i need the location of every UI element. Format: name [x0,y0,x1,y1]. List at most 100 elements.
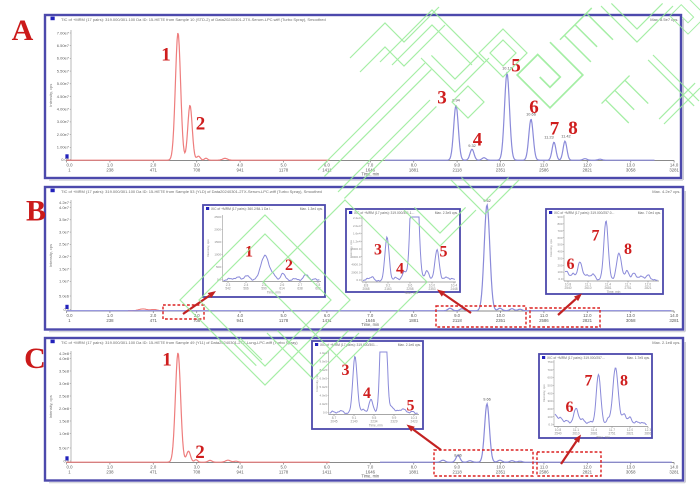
svg-text:XIC of +MRM (17 pairs): 319.00: XIC of +MRM (17 pairs): 319.000/301... [320,343,378,347]
svg-text:3281: 3281 [669,167,679,172]
svg-text:Max. 7.0e4 cps.: Max. 7.0e4 cps. [638,211,661,215]
svg-text:XIC of +MRM (17 pairs): 319.00: XIC of +MRM (17 pairs): 319.000/301.1... [354,211,414,215]
svg-text:1881: 1881 [409,469,419,474]
svg-text:2000: 2000 [214,228,221,232]
svg-text:2.2e4: 2.2e4 [353,216,361,220]
svg-text:9.1: 9.1 [352,416,357,420]
svg-text:2586: 2586 [539,167,549,172]
svg-text:10.0: 10.0 [429,283,435,287]
svg-text:1.6e4: 1.6e4 [353,232,361,236]
svg-text:Max. 2.3e5 cps.: Max. 2.3e5 cps. [435,211,458,215]
svg-text:Intensity, cps: Intensity, cps [48,244,53,267]
svg-text:13.0: 13.0 [627,464,636,469]
svg-text:941: 941 [237,167,245,172]
svg-text:2.5: 2.5 [262,283,267,287]
svg-text:4.0e5: 4.0e5 [319,394,327,398]
svg-text:1: 1 [68,167,71,172]
svg-text:3.0: 3.0 [194,162,201,167]
svg-text:1: 1 [161,45,171,66]
svg-text:3.5e8: 3.5e8 [59,368,70,373]
svg-text:2351: 2351 [496,167,506,172]
svg-text:3: 3 [374,242,382,259]
svg-text:Time, min: Time, min [361,473,380,478]
svg-text:Intensity, cps: Intensity, cps [48,395,53,418]
svg-text:1.0: 1.0 [107,464,114,469]
svg-text:11.7: 11.7 [625,282,631,286]
svg-text:3.0e7: 3.0e7 [59,229,70,234]
svg-text:11.0: 11.0 [540,464,549,469]
svg-text:0.0: 0.0 [323,411,328,415]
svg-text:3058: 3058 [626,469,636,474]
svg-text:12.0: 12.0 [583,464,592,469]
svg-text:500: 500 [216,265,221,269]
svg-text:8.8: 8.8 [364,283,369,287]
svg-text:2681: 2681 [590,432,597,436]
svg-text:11.7: 11.7 [609,428,615,432]
svg-text:11.0: 11.0 [540,313,549,318]
svg-text:662: 662 [315,287,321,291]
svg-text:708: 708 [193,167,201,172]
svg-text:7: 7 [592,228,600,245]
svg-text:238: 238 [106,167,114,172]
svg-text:3281: 3281 [669,318,679,323]
svg-text:6.0e5: 6.0e5 [319,377,327,381]
svg-text:2586: 2586 [539,318,549,323]
svg-text:Time, min: Time, min [369,423,383,427]
svg-text:2: 2 [195,442,205,463]
svg-text:2351: 2351 [496,318,506,323]
svg-text:1646: 1646 [366,167,376,172]
svg-text:0.0: 0.0 [63,307,69,312]
svg-text:5: 5 [440,244,448,261]
svg-text:4.2e8: 4.2e8 [59,351,70,356]
svg-text:300: 300 [547,399,552,403]
svg-text:8.7: 8.7 [332,416,337,420]
svg-text:11.4: 11.4 [591,428,597,432]
svg-text:1.0e8: 1.0e8 [59,431,70,436]
svg-text:11.42: 11.42 [561,134,570,139]
svg-text:14.0: 14.0 [670,313,679,318]
svg-text:Intensity, cps: Intensity, cps [542,384,546,402]
svg-text:10.8: 10.8 [555,428,561,432]
svg-text:Max. 2.1e6 cps.: Max. 2.1e6 cps. [398,343,421,347]
svg-text:4000.0: 4000.0 [351,263,361,267]
svg-text:TIC of +MRM (17 pairs): 319.00: TIC of +MRM (17 pairs): 319.000/301.100 … [61,17,326,22]
svg-text:5: 5 [511,56,521,77]
svg-text:Max. 1.7e5 cps.: Max. 1.7e5 cps. [627,356,650,360]
svg-text:1646: 1646 [366,318,376,323]
svg-text:2329: 2329 [390,420,397,424]
svg-text:4.0: 4.0 [237,464,244,469]
svg-text:5.50e7: 5.50e7 [57,68,70,73]
svg-text:2: 2 [285,257,293,274]
svg-text:XIC of +MRM (17 pairs): 360.2/: XIC of +MRM (17 pairs): 360.2/84.1 Da I.… [211,207,273,211]
svg-text:1411: 1411 [322,469,332,474]
svg-text:1: 1 [162,350,172,371]
svg-text:566: 566 [243,287,249,291]
svg-text:100: 100 [547,415,552,419]
svg-text:4.2e7: 4.2e7 [59,200,70,205]
svg-text:4: 4 [473,130,483,151]
svg-text:471: 471 [150,469,158,474]
svg-text:1881: 1881 [409,167,419,172]
svg-text:9.62: 9.62 [483,198,491,203]
svg-text:Intensity, cps: Intensity, cps [206,239,210,257]
svg-text:2.5e7: 2.5e7 [59,242,70,247]
svg-text:14.0: 14.0 [670,162,679,167]
svg-text:0.0: 0.0 [63,458,69,463]
svg-text:800: 800 [557,222,562,226]
svg-text:900: 900 [557,215,562,219]
svg-text:2.0: 2.0 [150,464,157,469]
svg-text:2.8: 2.8 [316,283,321,287]
svg-text:500: 500 [557,243,562,247]
svg-text:638: 638 [297,287,303,291]
svg-text:2610: 2610 [584,286,591,290]
svg-text:1: 1 [68,469,71,474]
svg-text:3.0: 3.0 [194,313,201,318]
svg-text:2.7: 2.7 [298,283,303,287]
svg-text:6.00e7: 6.00e7 [57,56,70,61]
svg-text:3.0e8: 3.0e8 [59,381,70,386]
svg-text:8.0e5: 8.0e5 [319,368,327,372]
svg-text:2118: 2118 [452,469,462,474]
svg-text:2540: 2540 [554,432,561,436]
svg-text:5.0e6: 5.0e6 [59,293,70,298]
svg-text:3: 3 [437,88,447,109]
